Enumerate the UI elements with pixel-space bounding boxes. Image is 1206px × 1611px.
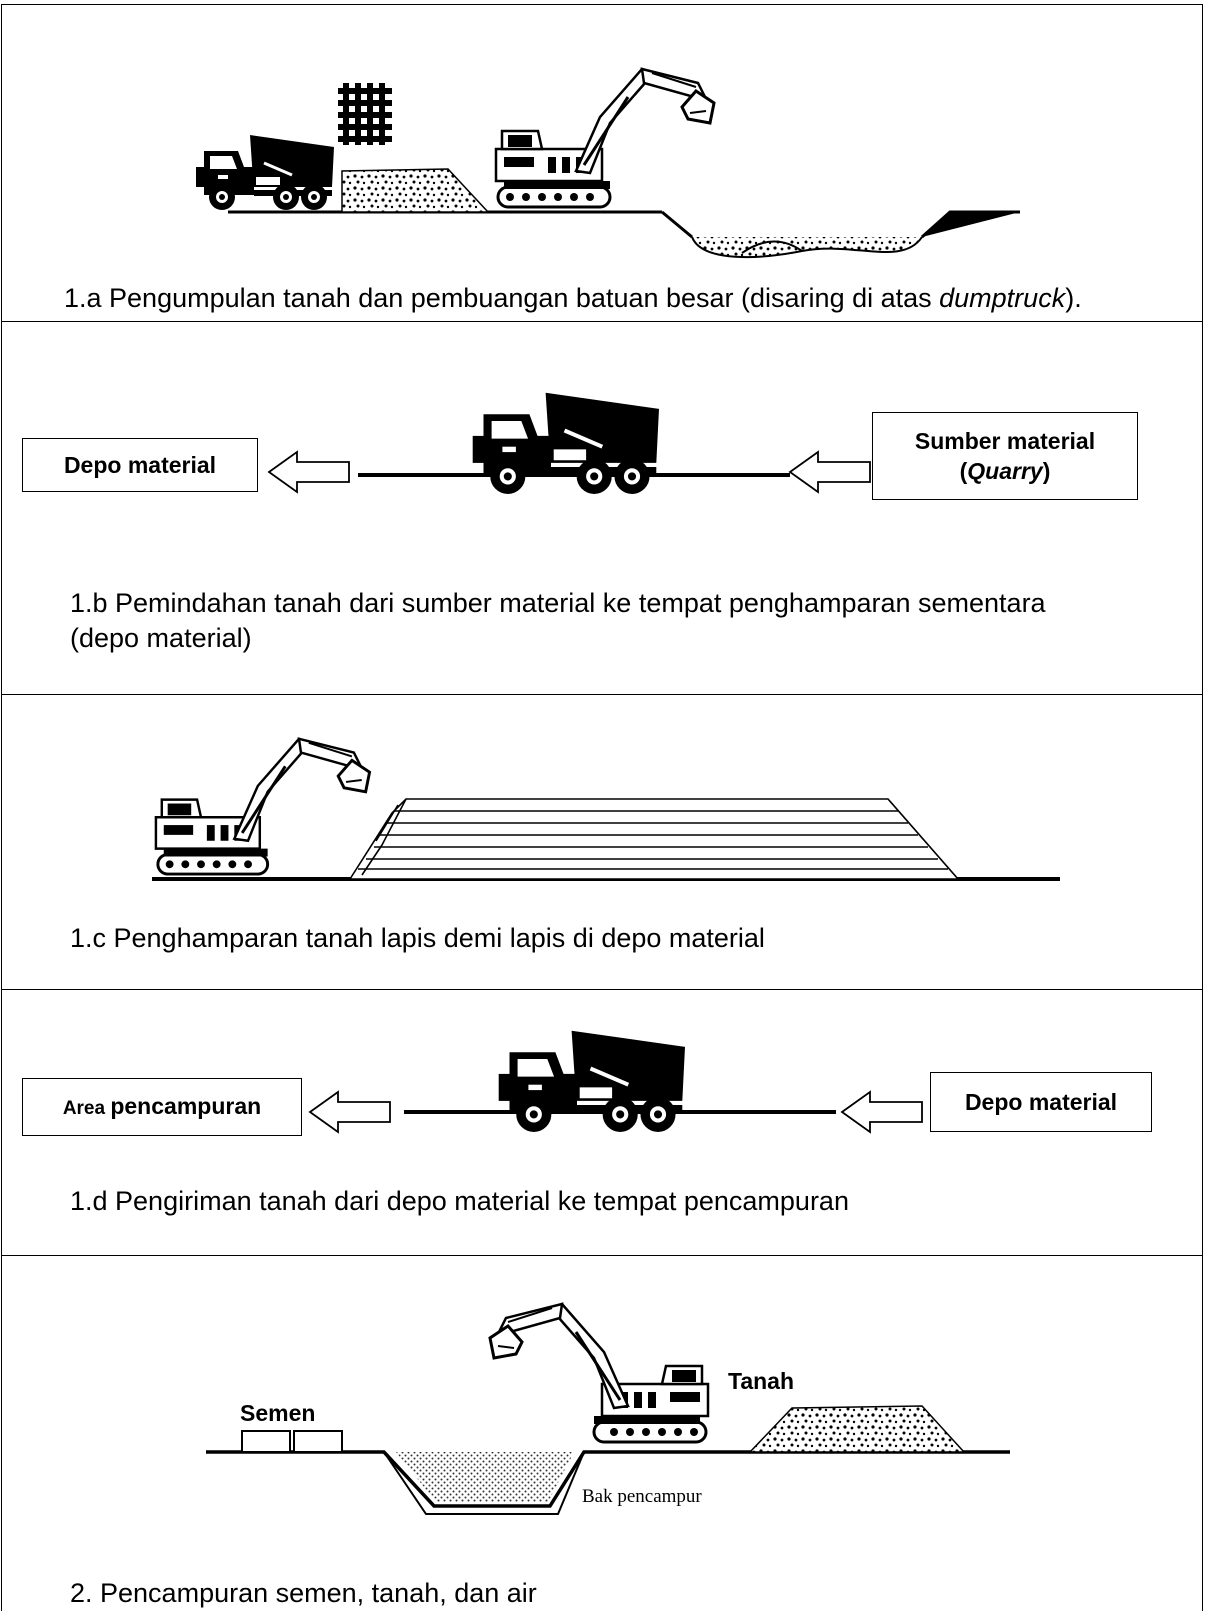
scene-1d [309,990,923,1257]
scene-1b [268,322,871,696]
sumber-material-box: Sumber material (Quarry) [872,412,1138,500]
panel-1b: Depo material Sumber material (Quarry) 1… [1,321,1203,696]
excavator-icon [494,67,716,209]
left-arrow-icon [268,451,350,493]
depo-material-box: Depo material [930,1072,1152,1132]
panel-1c: 1.c Penghamparan tanah lapis demi lapis … [1,694,1203,991]
scene-1a [2,67,1020,259]
soil-layers [348,798,960,880]
excavator-icon [490,1304,708,1442]
caption-2: 2. Pencampuran semen, tanah, dan air [70,1578,537,1608]
left-arrow-icon [841,1091,923,1133]
excavator-icon [154,737,372,876]
left-arrow-icon [789,451,871,493]
left-arrow-icon [309,1091,391,1133]
dump-truck-icon [473,393,659,494]
bak-pencampur-label: Bak pencampur [582,1486,702,1507]
area-pencampuran-box: Area pencampuran [22,1078,302,1136]
dump-truck-icon [499,1031,685,1132]
sieve-grid-icon [338,83,392,145]
caption-1c: 1.c Penghamparan tanah lapis demi lapis … [70,923,765,953]
mixing-pit [396,1452,574,1502]
soil-pile [748,1405,966,1453]
caption-1a: 1.a Pengumpulan tanah dan pembuangan bat… [64,283,1082,313]
soil-pile [341,168,490,213]
depo-material-box: Depo material [22,438,258,492]
scene-1c [152,737,1060,881]
dump-truck-icon [196,135,334,210]
tanah-label: Tanah [728,1368,795,1394]
cement-bag [241,1430,291,1453]
panel-1d: Area pencampuran Depo material 1.d Pengi… [1,989,1203,1257]
caption-1b: 1.b Pemindahan tanah dari sumber materia… [70,588,1046,653]
panel-2: Semen Tanah Bak pencampur 2. Pencampuran… [1,1255,1203,1611]
cement-bag [293,1430,343,1453]
caption-1d: 1.d Pengiriman tanah dari depo material … [70,1186,849,1216]
panel-1a: 1.a Pengumpulan tanah dan pembuangan bat… [1,4,1203,323]
scene-2 [206,1256,1010,1515]
semen-label: Semen [240,1400,316,1426]
